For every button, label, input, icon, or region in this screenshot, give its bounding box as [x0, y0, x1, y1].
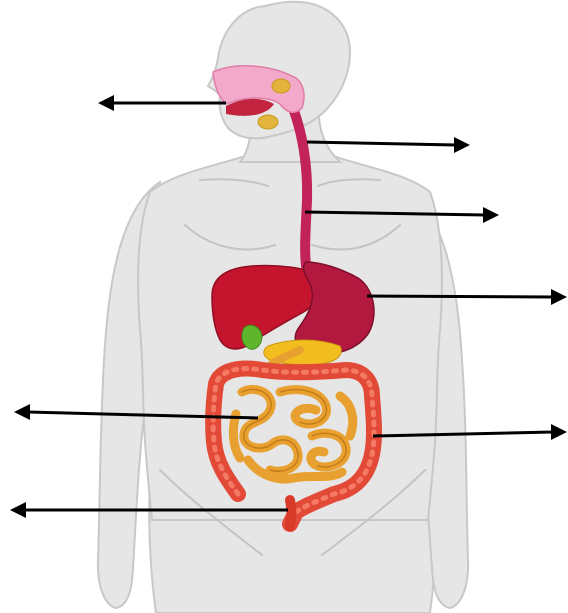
rectum-organ	[290, 500, 292, 526]
salivary-gland-upper	[272, 79, 290, 93]
salivary-gland-lower	[258, 115, 278, 129]
arrow-mouth	[98, 95, 226, 111]
gallbladder-organ	[242, 325, 262, 349]
